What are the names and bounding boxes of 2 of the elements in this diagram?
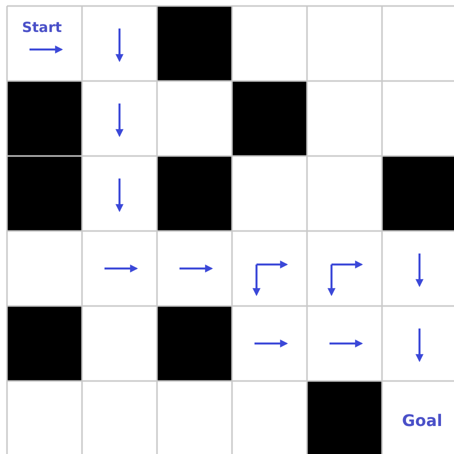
- goal-label: Goal: [402, 411, 442, 430]
- start-label: Start: [22, 20, 62, 36]
